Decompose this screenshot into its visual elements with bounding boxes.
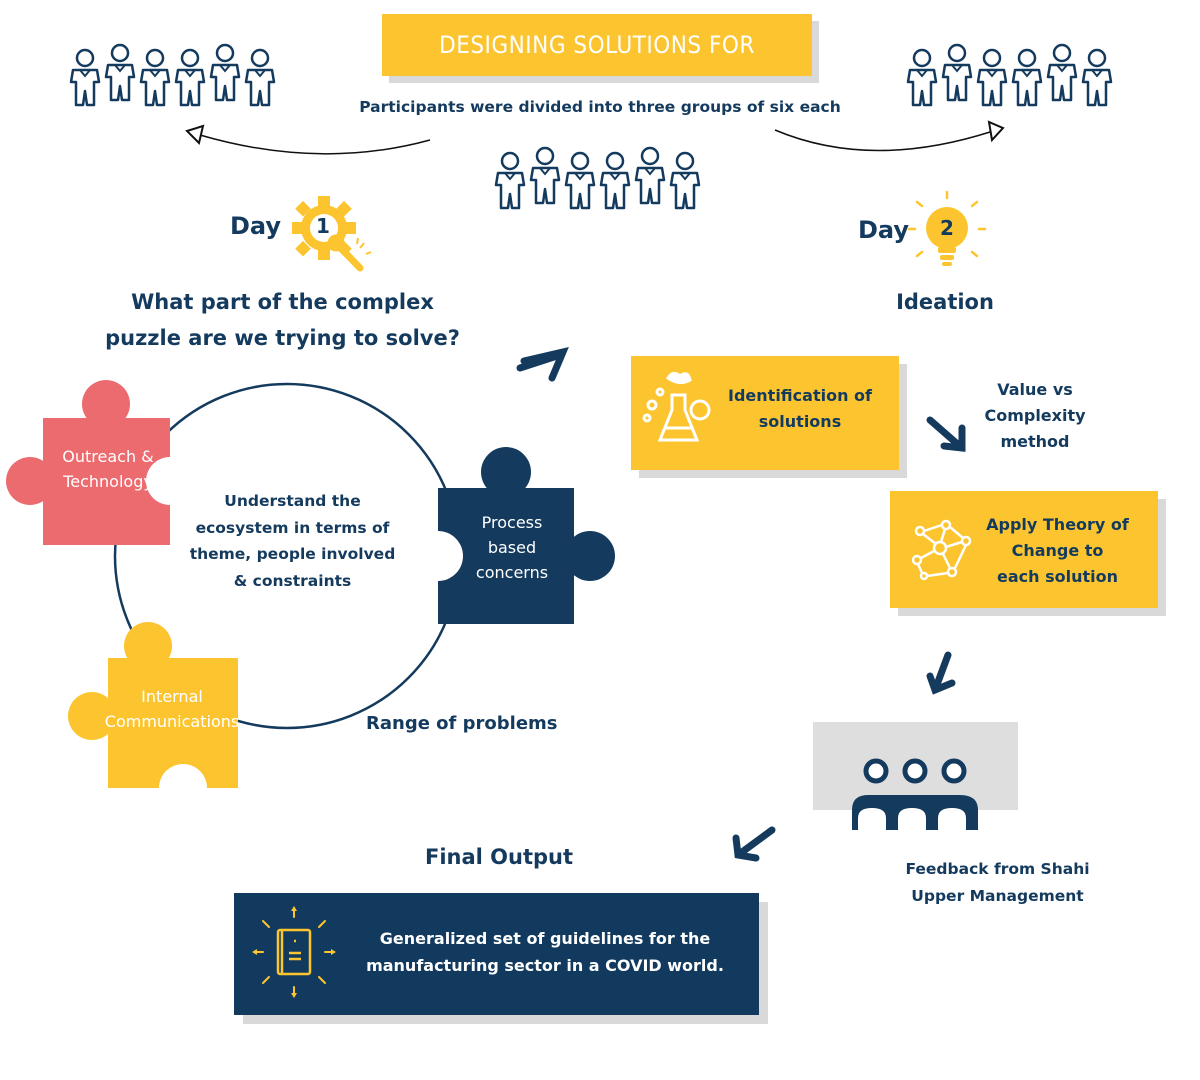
internal-label: Internal Communications [96, 684, 248, 734]
identification-text: Identification of solutions [720, 383, 880, 435]
arrow-to-left-group [199, 134, 431, 155]
arrow-icon [732, 826, 776, 862]
method-text: Value vs Complexity method [970, 377, 1100, 455]
method-line: method [1000, 432, 1070, 451]
arrow-icon [926, 651, 956, 695]
person-icon [976, 48, 1008, 107]
puzzle-line: Technology [63, 472, 153, 491]
process-label: Process based concerns [452, 510, 572, 585]
person-icon [244, 48, 276, 107]
day2-label: Day [858, 216, 910, 244]
flask-gear-icon [642, 371, 711, 442]
person-icon [669, 151, 701, 210]
puzzle-piece-outreach [6, 380, 194, 545]
arrow-to-right-group [774, 129, 991, 152]
box-line: Change to [1011, 541, 1104, 560]
book-icon [252, 906, 336, 998]
feedback-text: Feedback from Shahi Upper Management [890, 856, 1105, 910]
puzzle-line: Process [481, 513, 543, 532]
outreach-label: Outreach & Technology [48, 444, 168, 494]
box-line: solutions [758, 412, 842, 431]
method-line: Complexity [984, 406, 1086, 425]
page-title: DESIGNING SOLUTIONS FOR COMPLEXITY [439, 31, 755, 121]
feedback-line: Feedback from Shahi [905, 860, 1090, 878]
title-banner [382, 14, 812, 76]
final-line: manufacturing sector in a COVID world. [366, 956, 724, 975]
ideation-heading: Ideation [896, 290, 994, 314]
theory-text: Apply Theory of Change to each solution [980, 512, 1135, 590]
puzzle-line: based [487, 538, 537, 557]
day1-label: Day [230, 212, 282, 240]
person-icon [564, 151, 596, 210]
person-icon [174, 48, 206, 107]
person-icon [634, 146, 666, 205]
person-icon [104, 43, 136, 102]
gear-wrench-icon [292, 196, 372, 272]
arrow-head-left [185, 124, 205, 145]
person-icon [599, 151, 631, 210]
participants-note: Participants were divided into three gro… [359, 98, 841, 116]
person-icon [1046, 43, 1078, 102]
puzzle-line: concerns [475, 563, 549, 582]
puzzle-line: Communications [104, 712, 240, 731]
arrow-icon [926, 416, 966, 452]
puzzle-piece-process [413, 447, 615, 624]
person-icon [139, 48, 171, 107]
lightbulb-icon [907, 190, 987, 266]
ecosystem-line: & constraints [233, 571, 352, 590]
ecosystem-line: theme, people involved [189, 545, 396, 563]
participant-group-left [69, 43, 276, 107]
person-icon [209, 43, 241, 102]
person-icon [1081, 48, 1113, 107]
puzzle-line: Internal [141, 687, 203, 706]
person-icon [529, 146, 561, 205]
final-line: Generalized set of guidelines for the [379, 929, 711, 948]
feedback-line: Upper Management [911, 887, 1084, 905]
method-line: Value vs [997, 380, 1073, 399]
network-icon [911, 519, 972, 581]
day1-number: 1 [316, 214, 330, 238]
person-icon [906, 48, 938, 107]
arrow-head-right [987, 120, 1005, 143]
final-output-heading: Final Output [425, 845, 574, 869]
arrow-icon [516, 347, 569, 382]
puzzle-piece-internal [68, 622, 238, 812]
question-line: puzzle are we trying to solve? [105, 326, 460, 350]
final-output-box [234, 893, 759, 1015]
participant-group-right [906, 43, 1113, 107]
person-icon [494, 151, 526, 210]
person-icon [69, 48, 101, 107]
ecosystem-text: Understand the ecosystem in terms of the… [175, 488, 410, 594]
box-line: Apply Theory of [986, 515, 1129, 534]
day1-question: What part of the complex puzzle are we t… [90, 284, 475, 356]
puzzle-line: Outreach & [62, 447, 154, 466]
box-line: Identification of [728, 386, 872, 405]
box-line: each solution [997, 567, 1118, 586]
day2-number: 2 [940, 216, 954, 240]
person-icon [941, 43, 973, 102]
question-line: What part of the complex [131, 290, 434, 314]
participant-group-center [494, 146, 701, 210]
ecosystem-line: Understand the [224, 492, 361, 510]
range-label: Range of problems [366, 713, 558, 734]
final-output-text: Generalized set of guidelines for the ma… [350, 925, 740, 979]
team-icon [852, 758, 978, 830]
ecosystem-line: ecosystem in terms of [195, 518, 390, 537]
person-icon [1011, 48, 1043, 107]
